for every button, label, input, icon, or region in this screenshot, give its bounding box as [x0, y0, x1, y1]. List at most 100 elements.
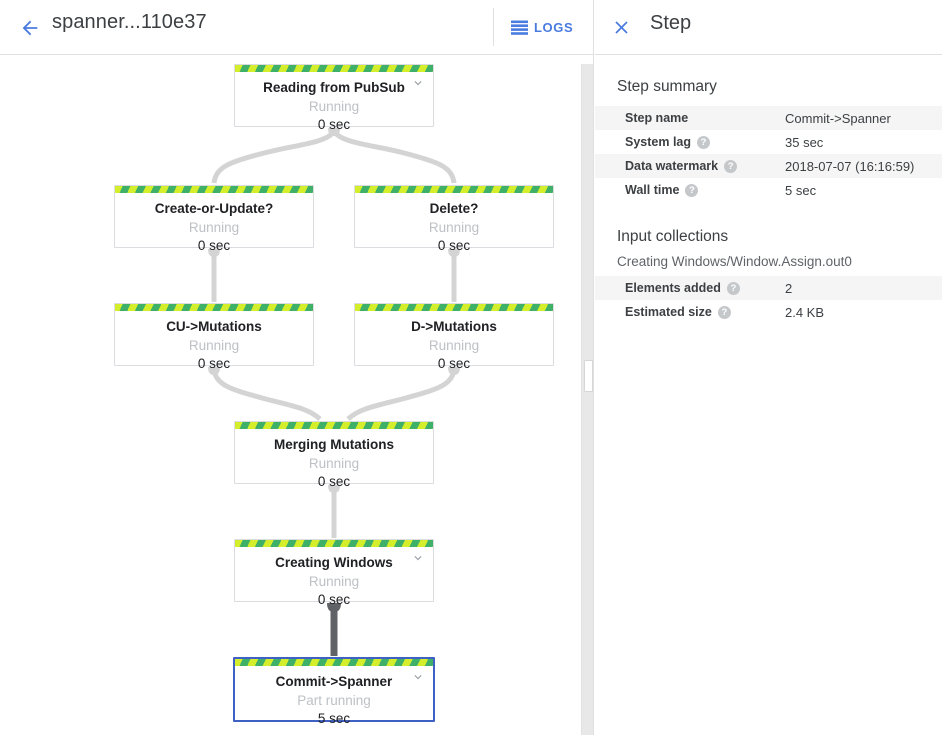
graph-edge	[211, 129, 337, 184]
node-status-stripe	[355, 186, 553, 193]
help-icon[interactable]: ?	[717, 305, 731, 319]
node-title: D->Mutations	[411, 319, 497, 334]
step-summary-value: 5 sec	[785, 182, 817, 198]
help-icon[interactable]: ?	[726, 281, 740, 295]
node-elapsed-time: 0 sec	[197, 356, 231, 371]
panel-title: Step	[650, 12, 692, 34]
close-icon[interactable]	[603, 9, 639, 45]
node-status: Part running	[297, 693, 371, 708]
node-status-stripe	[115, 186, 313, 193]
logs-list-icon	[511, 20, 528, 35]
node-elapsed-time: 0 sec	[437, 356, 471, 371]
help-icon[interactable]: ?	[685, 183, 699, 197]
step-summary-value: 35 sec	[785, 134, 824, 150]
chevron-down-icon[interactable]	[409, 668, 427, 686]
graph-header: spanner...110e37 LOGS	[0, 0, 593, 55]
node-status-stripe	[235, 422, 433, 429]
input-collections-heading: Input collections	[617, 228, 729, 245]
edge-arrowhead	[208, 249, 220, 257]
chevron-down-icon[interactable]	[409, 549, 427, 567]
node-status-stripe	[235, 65, 433, 72]
step-summary-key-label: Wall time	[625, 183, 680, 197]
step-summary-key: System lag?	[625, 135, 785, 149]
node-elapsed-time: 0 sec	[317, 592, 351, 607]
logs-button[interactable]: LOGS	[511, 13, 573, 41]
help-icon[interactable]: ?	[724, 159, 738, 173]
step-summary-key: Wall time?	[625, 183, 785, 197]
edge-arrowhead	[208, 367, 220, 375]
input-collection-value: 2.4 KB	[785, 304, 825, 320]
step-summary-row: Step name Commit->Spanner	[595, 106, 942, 130]
node-elapsed-time: 0 sec	[437, 238, 471, 253]
step-summary-key-label: Data watermark	[625, 159, 719, 173]
step-summary-row: System lag?35 sec	[595, 130, 942, 154]
node-title: Creating Windows	[275, 555, 393, 570]
node-title: Commit->Spanner	[275, 674, 393, 689]
input-collection-value: 2	[785, 280, 793, 296]
graph-scrollbar-thumb[interactable]	[584, 360, 593, 392]
node-elapsed-time: 5 sec	[317, 711, 351, 726]
step-summary-row: Wall time?5 sec	[595, 178, 942, 202]
node-elapsed-time: 0 sec	[197, 238, 231, 253]
node-status: Running	[188, 338, 240, 353]
header-divider	[493, 8, 494, 46]
graph-edge	[211, 369, 322, 421]
page-title: spanner...110e37	[52, 11, 207, 33]
node-status: Running	[428, 338, 480, 353]
step-summary-key: Step name	[625, 111, 785, 125]
step-details-pane: Step Step summary Step name Commit->Spann…	[595, 0, 942, 735]
arrow-left-icon[interactable]	[10, 8, 50, 48]
input-collection-row: Elements added?2	[595, 276, 942, 300]
input-collection-name: Creating Windows/Window.Assign.out0	[617, 254, 852, 269]
step-summary-value: 2018-07-07 (16:16:59)	[785, 158, 915, 174]
graph-vertical-scrollbar[interactable]	[581, 64, 593, 735]
node-title: CU->Mutations	[166, 319, 262, 334]
step-panel-header: Step	[595, 0, 942, 55]
node-status-stripe	[235, 659, 433, 666]
node-elapsed-time: 0 sec	[317, 117, 351, 132]
node-title: Create-or-Update?	[154, 201, 274, 216]
node-title: Reading from PubSub	[263, 80, 405, 95]
step-summary-heading: Step summary	[617, 78, 717, 95]
node-title: Delete?	[429, 201, 479, 216]
help-icon[interactable]: ?	[697, 135, 711, 149]
edge-arrowhead	[328, 485, 340, 493]
step-summary-key: Data watermark?	[625, 159, 785, 173]
logs-label: LOGS	[534, 19, 574, 35]
graph-edge	[331, 129, 457, 184]
step-summary-value: Commit->Spanner	[785, 110, 891, 126]
input-collection-row: Estimated size?2.4 KB	[595, 300, 942, 324]
input-collection-key: Estimated size?	[625, 305, 785, 319]
edge-arrowhead	[327, 603, 341, 612]
node-status-stripe	[115, 304, 313, 311]
step-summary-key-label: Step name	[625, 111, 689, 125]
edge-arrowhead	[328, 128, 340, 136]
step-summary-row: Data watermark?2018-07-07 (16:16:59)	[595, 154, 942, 178]
chevron-down-icon[interactable]	[409, 74, 427, 92]
input-collection-key: Elements added?	[625, 281, 785, 295]
graph-edges	[208, 128, 460, 656]
node-status-stripe	[235, 540, 433, 547]
input-collection-key-label: Elements added	[625, 281, 721, 295]
node-status-stripe	[355, 304, 553, 311]
node-title: Merging Mutations	[274, 437, 394, 452]
node-status: Running	[308, 456, 360, 471]
